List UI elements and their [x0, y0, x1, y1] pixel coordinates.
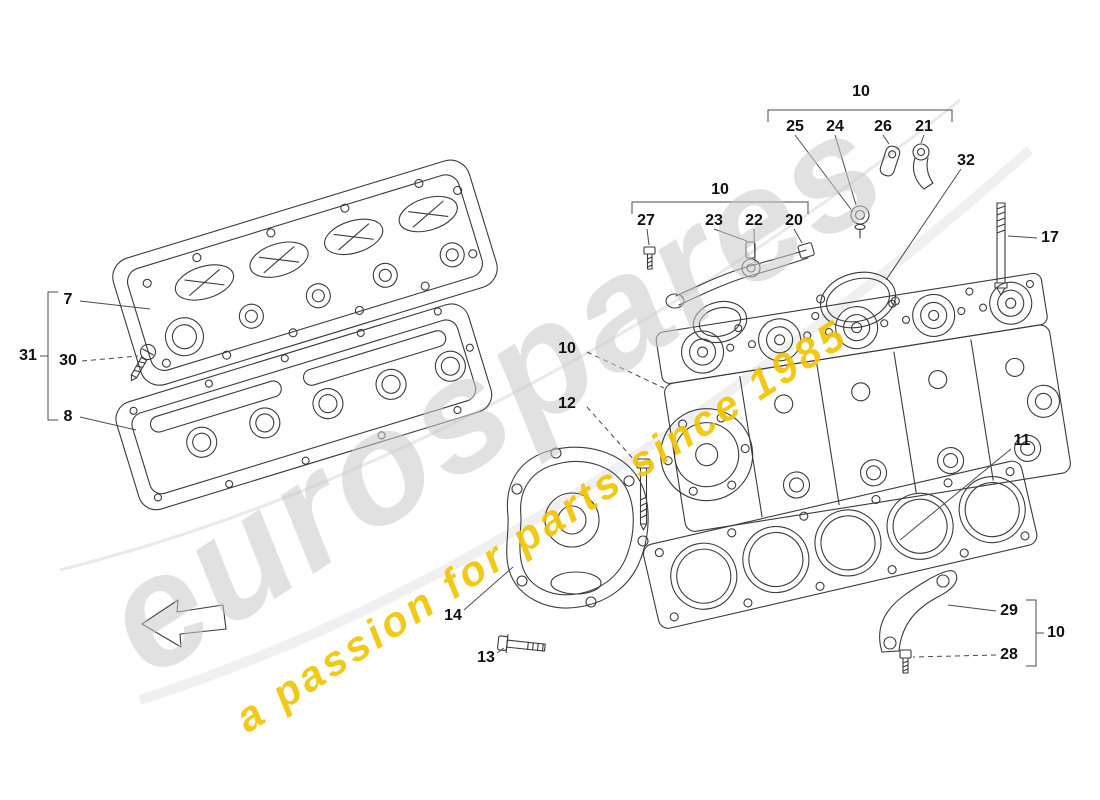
callout-29: 29: [1000, 602, 1018, 619]
bolt-28-drawing: [899, 649, 912, 674]
callout-27: 27: [637, 212, 655, 229]
callout-11: 11: [1013, 432, 1031, 449]
callout-24: 24: [826, 118, 844, 135]
callout-10-head: 10: [558, 340, 576, 357]
cylinder-head-drawing: [655, 272, 1071, 532]
callout-21: 21: [915, 118, 933, 135]
callout-10-top-group: 10: [852, 83, 870, 100]
valve-cover-drawing: [112, 159, 498, 386]
callout-7: 7: [63, 291, 73, 308]
callout-30: 30: [59, 352, 77, 369]
callout-32: 32: [957, 152, 975, 169]
timing-cover-drawing: [506, 446, 649, 609]
screw-30-drawing: [130, 343, 157, 382]
bracket-26-drawing: [879, 145, 901, 177]
callout-25: 25: [786, 118, 804, 135]
bolt-13-drawing: [497, 634, 546, 654]
chain-cover-gasket-drawing: [692, 300, 748, 344]
bolt-12-drawing: [636, 458, 651, 531]
callout-20: 20: [785, 212, 803, 229]
direction-arrow: [141, 599, 227, 648]
callout-17: 17: [1041, 229, 1059, 246]
stud-17-drawing: [994, 202, 1008, 296]
leader-lines: [40, 109, 1044, 667]
callout-23: 23: [705, 212, 723, 229]
callout-8: 8: [63, 408, 73, 425]
callout-10-bracket-group: 10: [1047, 624, 1065, 641]
callout-13: 13: [477, 649, 495, 666]
hook-21-drawing: [912, 143, 934, 190]
callout-31: 31: [19, 347, 37, 364]
callout-10-pipe-group: 10: [711, 181, 729, 198]
breather-pipe-drawing: [643, 241, 815, 309]
head-gasket-drawing: [642, 460, 1038, 629]
callout-26: 26: [874, 118, 892, 135]
callout-14: 14: [444, 607, 462, 624]
watermark-swoosh: [59, 98, 1034, 705]
callout-22: 22: [745, 212, 763, 229]
valve-cover-gasket-drawing: [115, 303, 493, 511]
callout-28: 28: [1000, 646, 1018, 663]
callout-12: 12: [558, 395, 576, 412]
lifting-bracket-29-drawing: [879, 570, 958, 653]
cap-24-drawing: [850, 205, 870, 239]
oval-gasket-32-drawing: [816, 271, 900, 329]
